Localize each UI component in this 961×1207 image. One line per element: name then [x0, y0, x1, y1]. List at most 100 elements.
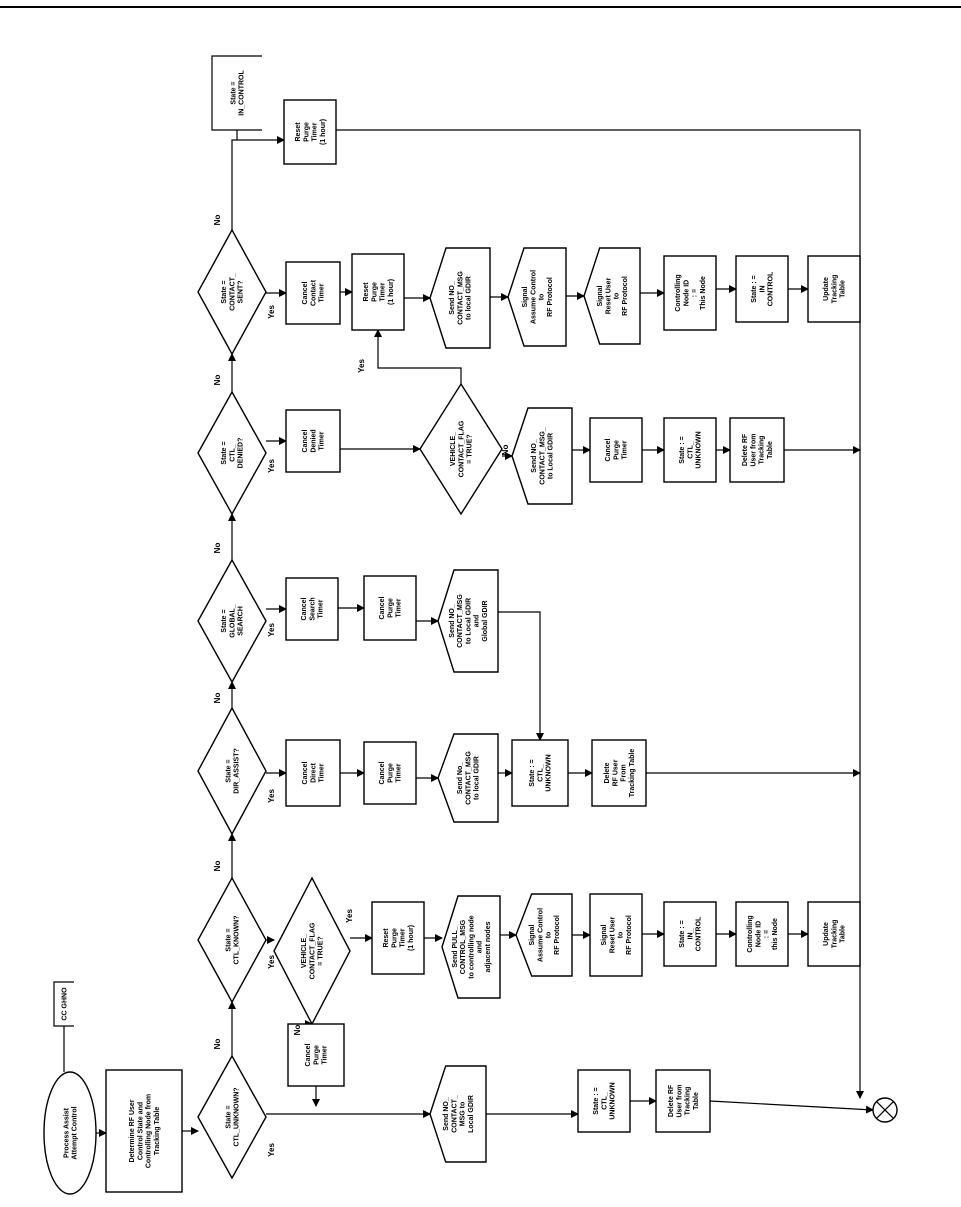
- node-determine: Determine RF UserControl State andContro…: [105, 1069, 183, 1193]
- label-yes-global-search: Yes: [267, 623, 276, 637]
- node-ck-update-text: UpdateTrackingTable: [823, 920, 847, 949]
- node-ck-update-box: [807, 901, 861, 967]
- node-cs-ctrl-node-text: ControllingNode ID: =This Node: [675, 274, 707, 311]
- node-d-contact-sent-diamond: [197, 228, 267, 356]
- node-d-dir-assist: State =DIR_ASSIST?: [197, 706, 267, 836]
- node-cs-ctrl-node-box: [663, 255, 717, 331]
- node-d-dir-assist-text: State =DIR_ASSIST?: [225, 748, 240, 794]
- node-ic-reset-purge-text: ResetPurgeTimer(1 hour): [295, 119, 327, 145]
- node-cu-state-text: State : =CTL_UNKNOWN: [593, 1082, 617, 1119]
- node-cs-send-pentagon: [429, 247, 491, 349]
- label-no-ctl-denied: No: [213, 375, 222, 386]
- node-ck-reset-purge-text: ResetPurgeTimer(1 hour): [383, 925, 415, 951]
- node-start-terminator: [43, 1071, 97, 1195]
- node-start: Process AssistAttempt Control: [43, 1071, 97, 1195]
- node-ck-signal-assume-text: SignalAssume ControltoRF Protocol: [529, 908, 561, 962]
- node-cu-state-box: [577, 1069, 631, 1133]
- label-no-vehicle-1: No: [293, 1025, 302, 1036]
- label-no-global-search: No: [213, 543, 222, 554]
- node-cs-cancel-contact-text: CancelContactTimer: [302, 279, 326, 306]
- node-ic-state: State =IN_CONTROL: [211, 55, 262, 131]
- node-cs-ctrl-node: ControllingNode ID: =This Node: [663, 255, 717, 331]
- node-ck-update: UpdateTrackingTable: [807, 901, 861, 967]
- node-connector-ref-text: CC GHNO: [61, 987, 68, 1021]
- node-cs-signal-reset: SignalReset UsertoRF Protocol: [583, 247, 641, 345]
- node-cu-send-pentagon: [429, 1065, 487, 1163]
- node-da-state-box: [511, 739, 569, 807]
- node-d-global-search-diamond: [197, 558, 267, 684]
- node-d-ctl-unknown-text: State =CTL_UNKNOWN?: [225, 1087, 240, 1146]
- node-cs-signal-assume-text: SignalAssume ControltoRF Protocol: [522, 270, 554, 324]
- node-ck-ctrl-node-text: ControllingNode ID: =this Node: [747, 915, 779, 952]
- node-ck-signal-assume: SignalAssume ControltoRF Protocol: [515, 893, 573, 977]
- node-gs-cancel-purge-text: CancelPurgeTimer: [379, 596, 403, 619]
- node-ck-signal-reset: SignalReset UsertoRF Protocol: [589, 893, 643, 977]
- node-connector-ref-annotation-bracket: [53, 981, 74, 1027]
- node-gs-cancel-search: CancelSearchTimer: [285, 577, 339, 641]
- node-da-cancel-purge-box: [363, 741, 417, 805]
- node-ck-state-in-box: [663, 901, 717, 967]
- label-no-vehicle-2: No: [501, 445, 510, 456]
- node-da-delete-box: [591, 739, 647, 807]
- node-ck-cancel-purge-box: [287, 1023, 345, 1087]
- node-cs-signal-reset-pentagon: [583, 247, 641, 345]
- node-ic-state-annotation-bracket: [211, 55, 262, 131]
- terminal-junction-cross: [876, 1101, 894, 1119]
- node-d-contact-sent: State =CONTACT_SENT?: [197, 228, 267, 356]
- node-gs-send: Send NO_CONTACT_MSGto Local GDIRandGloba…: [437, 569, 499, 673]
- node-cd-cancel-denied-box: [285, 409, 341, 473]
- node-d-contact-sent-text: State =CONTACT_SENT?: [221, 273, 245, 311]
- node-d-ctl-unknown-diamond: [197, 1054, 267, 1180]
- node-cd-cancel-purge-box: [589, 417, 643, 483]
- node-connector-ref: CC GHNO: [53, 981, 74, 1027]
- node-gs-send-pentagon: [437, 569, 499, 673]
- node-cs-reset-purge: ResetPurgeTimer(1 hour): [351, 253, 405, 331]
- node-ck-signal-reset-box: [589, 893, 643, 977]
- node-cs-update: UpdateTrackingTable: [807, 255, 861, 323]
- node-ic-reset-purge-box: [283, 99, 337, 165]
- node-start-text: Process AssistAttempt Control: [63, 1106, 78, 1159]
- node-ck-ctrl-node-box: [735, 901, 789, 967]
- node-cs-state-in-box: [735, 255, 789, 323]
- node-da-send: Send No_CONTACT_MSGto local GDIR: [437, 733, 499, 823]
- node-d-vehicle-1-text: VEHICLE_CONTACT_FLAG= TRUE?: [301, 922, 325, 979]
- node-ck-reset-purge-box: [371, 901, 425, 975]
- node-cd-send-pentagon: [511, 407, 573, 505]
- node-ck-signal-assume-pentagon: [515, 893, 573, 977]
- node-da-send-text: Send No_CONTACT_MSGto local GDIR: [457, 751, 481, 805]
- node-cu-delete: Delete RFUser fromTrackingTable: [655, 1069, 711, 1133]
- node-d-ctl-unknown: State =CTL_UNKNOWN?: [197, 1054, 267, 1180]
- node-cd-state: State : =CTL_UNKNOWN: [663, 417, 717, 483]
- node-d-ctl-denied-diamond: [197, 390, 267, 516]
- node-da-cancel-purge-text: CancelPurgeTimer: [379, 761, 403, 784]
- flow-nodes: Process AssistAttempt Control CC GHNO Dete…: [43, 55, 898, 1195]
- label-yes-dir-assist: Yes: [267, 789, 276, 803]
- node-da-state-text: State : =CTL_UNKNOWN: [529, 754, 553, 791]
- node-gs-cancel-purge-box: [363, 575, 417, 641]
- node-gs-cancel-purge: CancelPurgeTimer: [363, 575, 417, 641]
- label-yes-vehicle-2: Yes: [357, 359, 366, 373]
- node-cs-update-text: UpdateTrackingTable: [823, 275, 847, 304]
- node-cs-send: Send NO_CONTACT_MSGto local GDIR: [429, 247, 491, 349]
- node-cs-signal-assume-pentagon: [507, 247, 567, 347]
- flow-connectors: [63, 129, 874, 1137]
- node-cd-cancel-purge-text: CancelPurgeTimer: [605, 438, 629, 461]
- node-ck-state-in: State : =IN_CONTROL: [663, 901, 717, 967]
- collector-rail: [336, 129, 864, 1099]
- node-ck-send-pull-text: Send PULL_CONTROL_MSGto controlling node…: [452, 915, 492, 978]
- connector: [709, 1100, 874, 1114]
- connector: [498, 611, 544, 741]
- node-cs-cancel-contact: CancelContactTimer: [285, 261, 341, 325]
- node-d-dir-assist-diamond: [197, 706, 267, 836]
- node-da-cancel-purge: CancelPurgeTimer: [363, 741, 417, 805]
- node-cs-send-text: Send NO_CONTACT_MSGto local GDIR: [449, 271, 473, 325]
- node-cs-cancel-contact-box: [285, 261, 341, 325]
- node-ck-reset-purge: ResetPurgeTimer(1 hour): [371, 901, 425, 975]
- connector: [374, 329, 462, 384]
- node-cu-delete-box: [655, 1069, 711, 1133]
- page-top-rule: [0, 6, 961, 8]
- node-cd-delete: Delete RFUser fromTrackingTable: [729, 417, 785, 483]
- node-d-vehicle-1: VEHICLE_CONTACT_FLAG= TRUE?: [273, 876, 351, 1026]
- label-no-contact-sent: No: [213, 215, 222, 226]
